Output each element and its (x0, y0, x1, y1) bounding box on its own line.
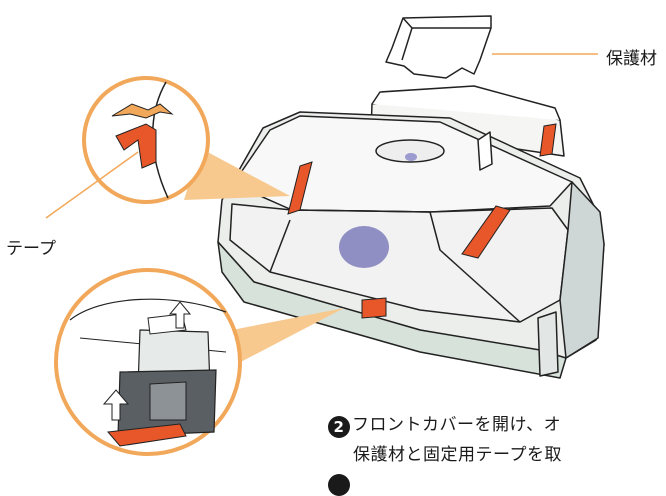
step2-text-line1: フロントカバーを開け、オ (352, 415, 562, 435)
protective-material-piece (385, 15, 492, 79)
carriage-callout (54, 268, 344, 456)
illustration (45, 15, 605, 456)
tape-callout (82, 76, 290, 204)
printer (217, 85, 605, 379)
protective-material-label: 保護材 (606, 49, 657, 69)
tape-leader (45, 151, 139, 219)
printer-tape-strips (287, 123, 557, 319)
next-step-badge (328, 474, 350, 496)
step2-line2: 保護材と固定用テープを取 (353, 445, 562, 465)
step-number-badge: 2 (328, 416, 350, 438)
tape-label: テープ (6, 239, 56, 259)
